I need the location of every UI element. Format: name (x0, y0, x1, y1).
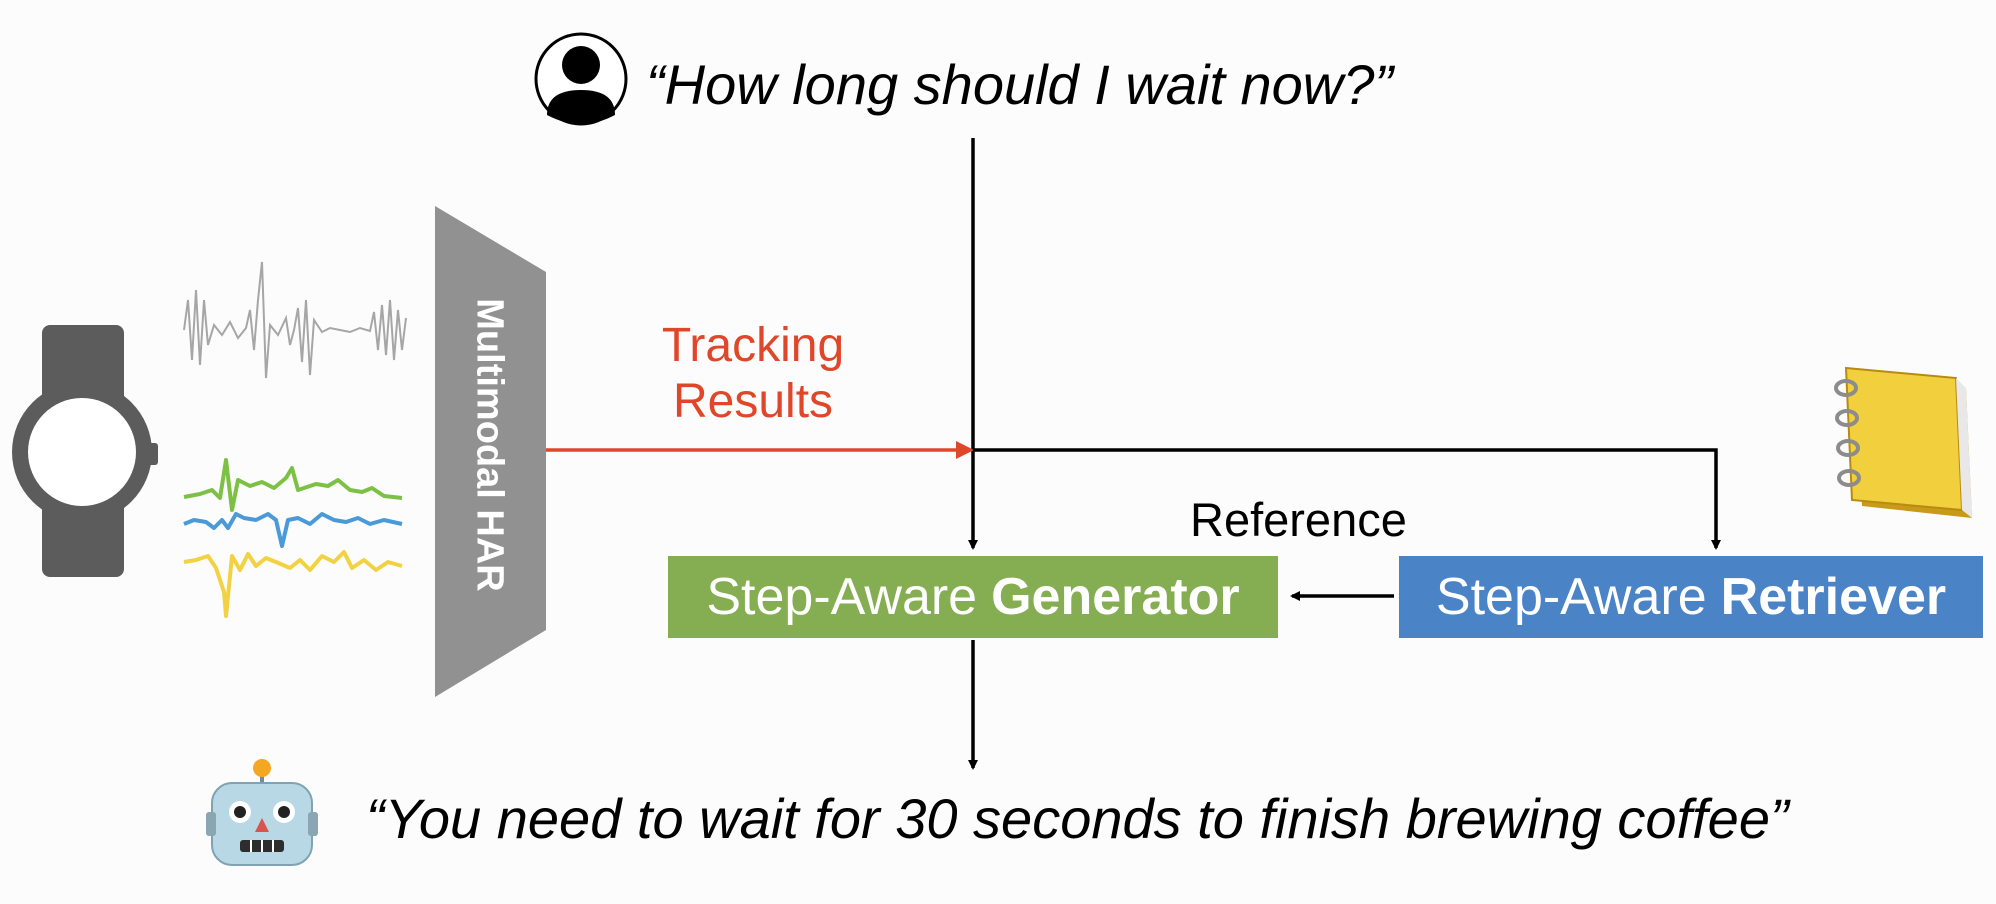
step-aware-retriever-box: Step-Aware Retriever (1399, 556, 1983, 638)
retriever-name: Retriever (1720, 568, 1947, 626)
audio-waveform-icon (183, 261, 407, 379)
notebook-icon (1834, 366, 1972, 518)
robot-response-text: “You need to wait for 30 seconds to fini… (366, 787, 1789, 850)
imu-signal-icon (183, 458, 403, 618)
retriever-feed-line (973, 448, 1721, 550)
har-module-label: Multimodal HAR (468, 298, 511, 592)
user-avatar-icon (534, 32, 628, 126)
generator-name: Generator (991, 568, 1240, 626)
smartwatch-icon (12, 325, 158, 577)
user-query-text: “How long should I wait now?” (646, 53, 1394, 116)
generator-prefix: Step-Aware (706, 568, 978, 626)
har-module-shape (435, 206, 546, 697)
retriever-prefix: Step-Aware (1435, 568, 1707, 626)
reference-label: Reference (1190, 493, 1407, 546)
tracking-label-line2: Results (672, 375, 834, 428)
tracking-label-line1: Tracking (661, 319, 845, 372)
step-aware-generator-box: Step-Aware Generator (668, 556, 1278, 638)
robot-icon (206, 759, 318, 866)
tracking-arrow-head (956, 441, 974, 459)
tracking-results-label: Tracking Results (640, 318, 866, 430)
